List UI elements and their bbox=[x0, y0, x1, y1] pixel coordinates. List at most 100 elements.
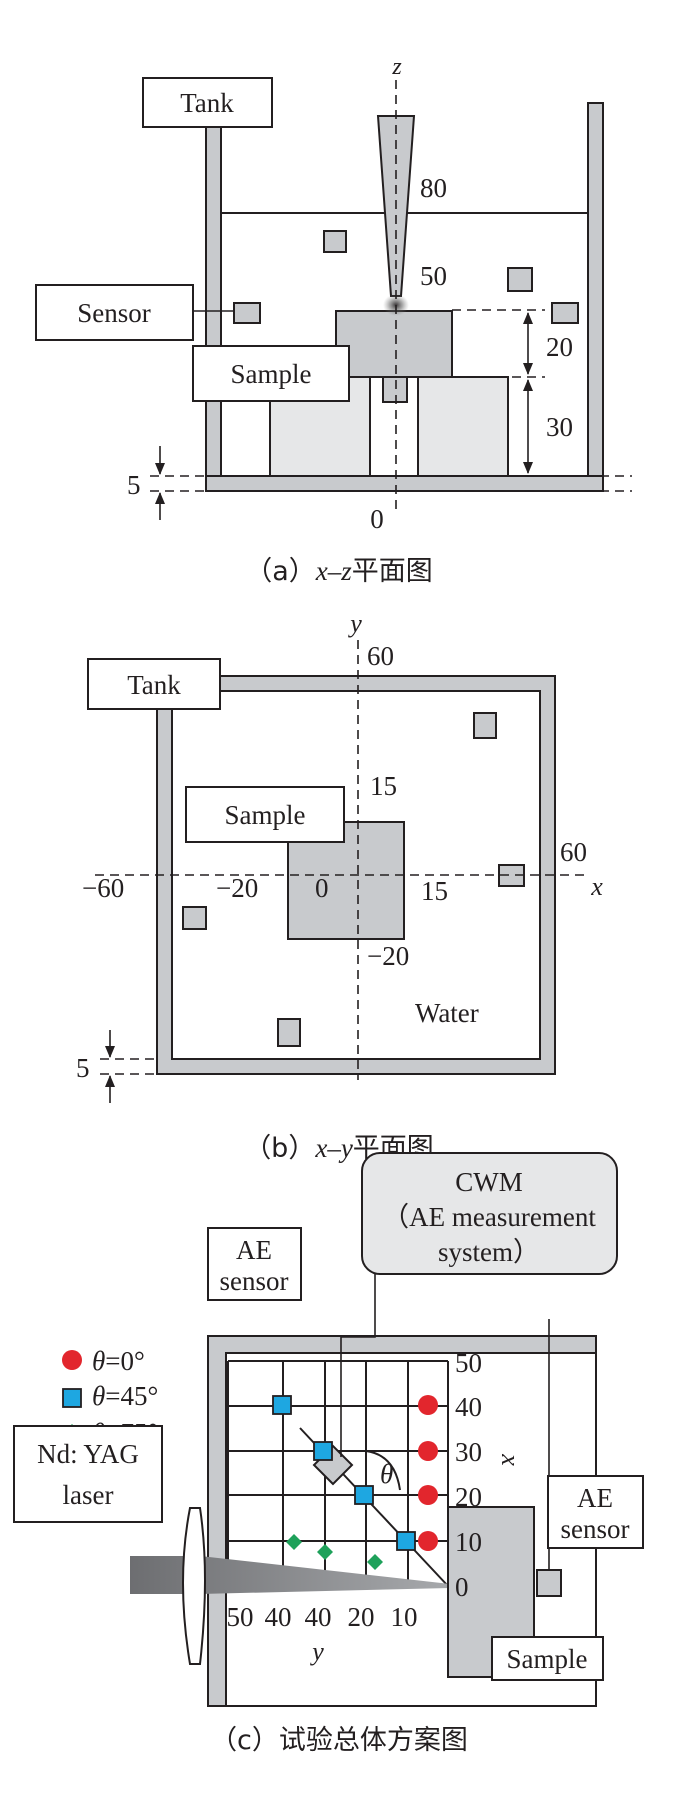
y-tick-label: 40 bbox=[305, 1602, 332, 1632]
x-tick-label: 30 bbox=[455, 1437, 482, 1467]
x-axis-label: x bbox=[590, 872, 603, 901]
sensor-label-box bbox=[35, 284, 194, 341]
dim-xn20: −20 bbox=[216, 873, 258, 903]
sensor-box bbox=[507, 267, 533, 292]
sensor-box bbox=[473, 712, 497, 739]
dim-y15: 15 bbox=[370, 771, 397, 801]
arrowhead bbox=[105, 1046, 115, 1058]
ae-sensor-label-box bbox=[547, 1475, 644, 1549]
y-tick-label: 50 bbox=[227, 1602, 254, 1632]
tank-right-wall bbox=[587, 102, 604, 492]
dim-x15: 15 bbox=[421, 876, 448, 906]
sample-label-box bbox=[185, 786, 345, 843]
caption-c: （c）试验总体方案图 bbox=[210, 1725, 468, 1756]
x-tick-label: 40 bbox=[455, 1392, 482, 1422]
theta-arc bbox=[365, 1450, 401, 1491]
sample-block bbox=[335, 310, 453, 378]
z-axis-label: z bbox=[391, 54, 402, 80]
y-tick-label: 40 bbox=[265, 1602, 292, 1632]
dim-x60: 60 bbox=[560, 837, 587, 867]
y-axis-label: y bbox=[347, 609, 362, 638]
sensor-box bbox=[233, 302, 261, 324]
legend-red-circle bbox=[62, 1350, 82, 1370]
sample-label: Sample bbox=[231, 359, 312, 389]
sensor-leader bbox=[340, 1246, 376, 1457]
sample-label-box bbox=[192, 345, 350, 402]
ae-sensor-label-box bbox=[207, 1227, 302, 1301]
blue-square-point bbox=[354, 1485, 374, 1505]
x-tick-label: 20 bbox=[455, 1482, 482, 1512]
ae-sensor-label: sensor bbox=[220, 1266, 289, 1296]
dim-xn60: −60 bbox=[82, 873, 124, 903]
sample-label-box bbox=[491, 1636, 604, 1681]
tank-label: Tank bbox=[180, 88, 234, 118]
laser-lens bbox=[182, 1507, 206, 1665]
sample-stub bbox=[382, 376, 408, 403]
dim-5: 5 bbox=[76, 1053, 90, 1083]
panel-a: Tank Sensor Sample z 80 50 20 30 5 0 （a）… bbox=[35, 54, 632, 587]
legend-blue-square bbox=[62, 1388, 82, 1408]
panel-b: Tank Sample y x 60 60 −60 −20 0 15 15 −2… bbox=[76, 609, 603, 1164]
red-circle-point bbox=[418, 1395, 438, 1415]
dim-80: 80 bbox=[420, 173, 447, 203]
tank-label: Tank bbox=[127, 670, 181, 700]
theta-label: θ bbox=[380, 1459, 393, 1489]
blue-square-point bbox=[313, 1441, 333, 1461]
sensor-box bbox=[551, 302, 579, 324]
x-axis-label: x bbox=[496, 1453, 525, 1466]
dim-50: 50 bbox=[420, 261, 447, 291]
y-tick-label: 10 bbox=[391, 1602, 418, 1632]
dim-y60: 60 bbox=[367, 641, 394, 671]
cwm-title: CWM bbox=[455, 1167, 523, 1197]
y-tick-label: 20 bbox=[348, 1602, 375, 1632]
arrowhead bbox=[523, 312, 533, 324]
support-block-right bbox=[417, 376, 509, 477]
green-diamond-point bbox=[317, 1544, 333, 1560]
x-tick-label: 0 bbox=[455, 1572, 469, 1602]
tank-label-box bbox=[142, 77, 273, 128]
sensor-box bbox=[182, 906, 207, 930]
sensor-box bbox=[277, 1018, 301, 1047]
origin-0: 0 bbox=[370, 504, 384, 534]
arrowhead bbox=[523, 462, 533, 474]
dim-5: 5 bbox=[127, 470, 141, 500]
tank-label-box bbox=[87, 658, 221, 710]
laser-label-box bbox=[13, 1425, 163, 1523]
ae-sensor-label: AE bbox=[577, 1483, 613, 1513]
y-axis-label: y bbox=[309, 1637, 324, 1666]
sensor-label: Sensor bbox=[77, 298, 151, 328]
sensor-box bbox=[323, 230, 347, 253]
legend-theta45: θ=45° bbox=[92, 1381, 158, 1411]
caption-a: （a）x–z平面图 bbox=[245, 556, 433, 587]
sample-label: Sample bbox=[507, 1644, 588, 1674]
dim-x0: 0 bbox=[315, 873, 329, 903]
arrowhead bbox=[155, 463, 165, 475]
water-label: Water bbox=[415, 998, 479, 1028]
red-circle-point bbox=[418, 1485, 438, 1505]
cwm-subtitle: （AE measurement bbox=[382, 1202, 596, 1232]
dim-yn20: −20 bbox=[367, 941, 409, 971]
panel-c: θ θ=0° θ= bbox=[13, 1152, 644, 1756]
tank-left-wall bbox=[205, 122, 222, 492]
green-diamond-point bbox=[367, 1554, 383, 1570]
dim-20: 20 bbox=[546, 332, 573, 362]
legend-theta0: θ=0° bbox=[92, 1346, 145, 1376]
green-diamond-point bbox=[286, 1534, 302, 1550]
ae-sensor-label: sensor bbox=[561, 1514, 630, 1544]
tank-frame bbox=[156, 675, 556, 1075]
arrowhead bbox=[105, 1075, 115, 1087]
laser-beam bbox=[130, 1556, 450, 1594]
x-tick-label: 50 bbox=[455, 1348, 482, 1378]
cwm-subtitle: system） bbox=[438, 1237, 540, 1267]
arrowhead bbox=[523, 379, 533, 391]
laser-label: Nd: YAG bbox=[37, 1439, 139, 1469]
ae-sensor-label: AE bbox=[236, 1235, 272, 1265]
red-circle-point bbox=[418, 1441, 438, 1461]
red-circle-point bbox=[418, 1531, 438, 1551]
x-tick-label: 10 bbox=[455, 1527, 482, 1557]
cwm-box bbox=[361, 1152, 618, 1275]
arrowhead bbox=[523, 363, 533, 375]
tank-bottom-wall bbox=[205, 475, 604, 492]
blue-square-point bbox=[396, 1531, 416, 1551]
